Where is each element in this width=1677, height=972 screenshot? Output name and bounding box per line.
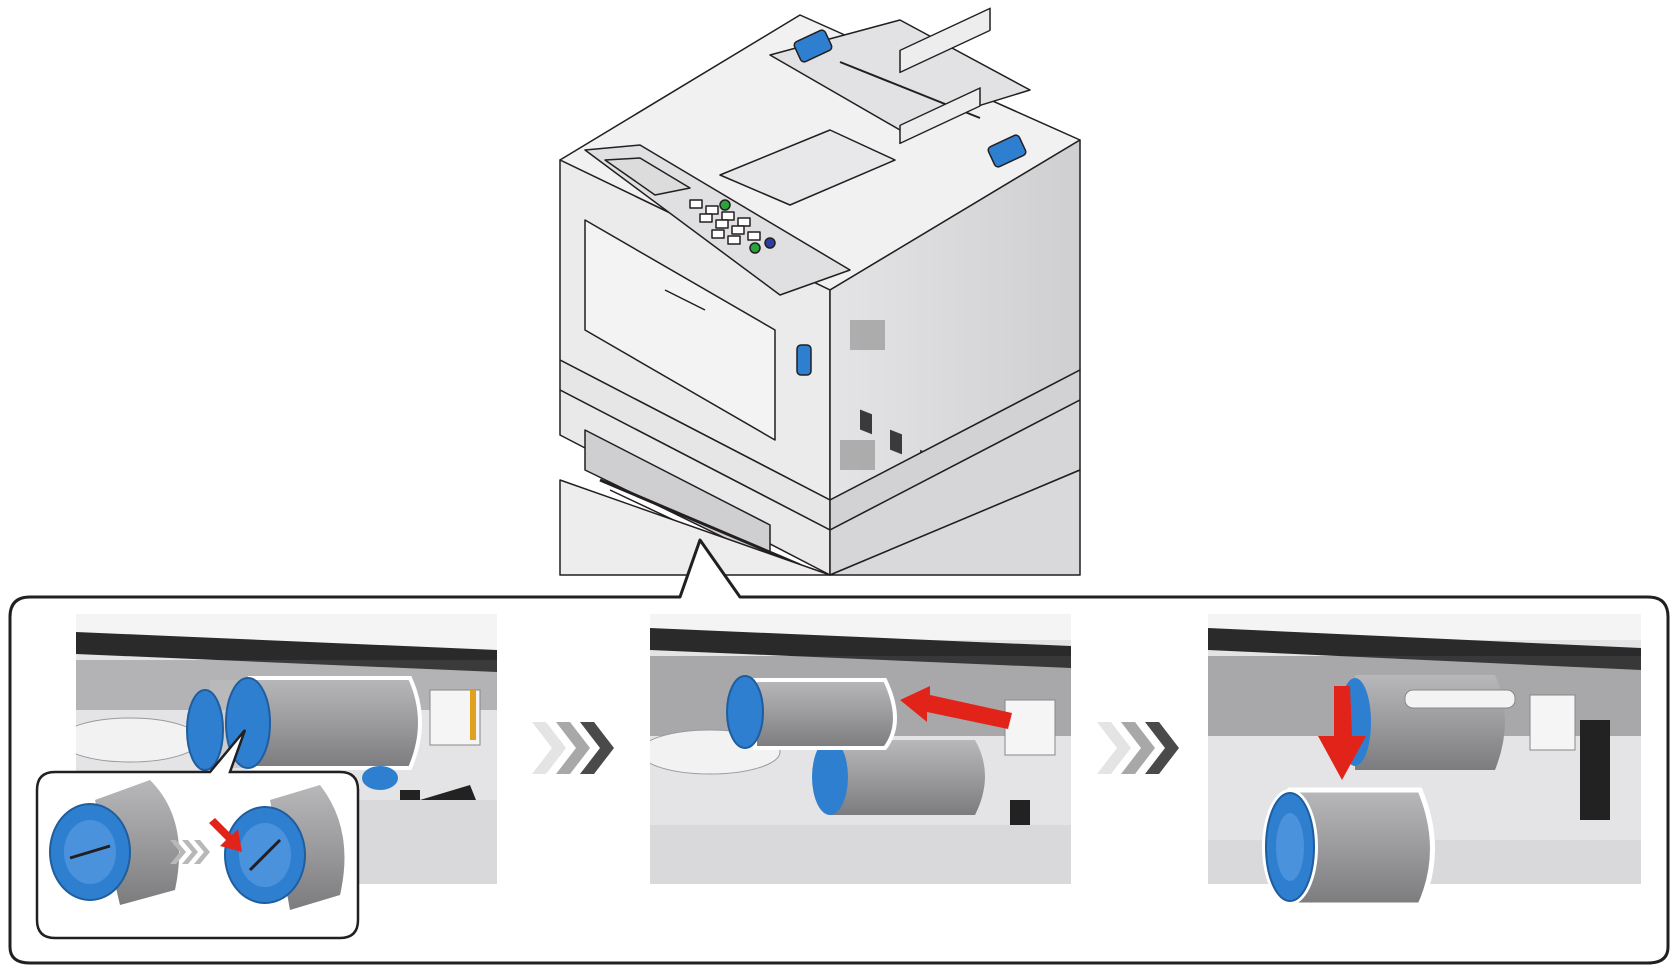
top-latch-left <box>793 29 833 63</box>
lcd-screen <box>604 157 691 196</box>
front-cover <box>584 219 776 441</box>
side-vent-top <box>850 320 885 350</box>
top-latch-right <box>987 134 1027 168</box>
side-vent-bottom <box>840 440 875 470</box>
step-2-slide-left-arrow-icon <box>900 686 1012 729</box>
printer-illustration <box>559 7 1081 576</box>
inset-roller-before <box>49 780 180 905</box>
front-release-lever <box>796 344 812 376</box>
inset-roller-after <box>224 785 345 910</box>
step-separator-1 <box>532 722 614 774</box>
step-separator-2 <box>1097 722 1179 774</box>
step-2-panel <box>650 614 1071 884</box>
roller-2 <box>753 678 897 750</box>
removed-roller <box>1262 787 1435 908</box>
step-1-push-arrow-icon <box>209 818 242 852</box>
inset-step-chevrons <box>170 840 210 864</box>
roller-2-inner <box>830 740 985 815</box>
roller-1 <box>248 676 422 770</box>
roller-3-inner <box>1355 675 1505 770</box>
step-3-panel <box>1208 614 1641 908</box>
step-1-panel <box>35 614 497 940</box>
step-3-remove-down-arrow-icon <box>1318 686 1366 780</box>
